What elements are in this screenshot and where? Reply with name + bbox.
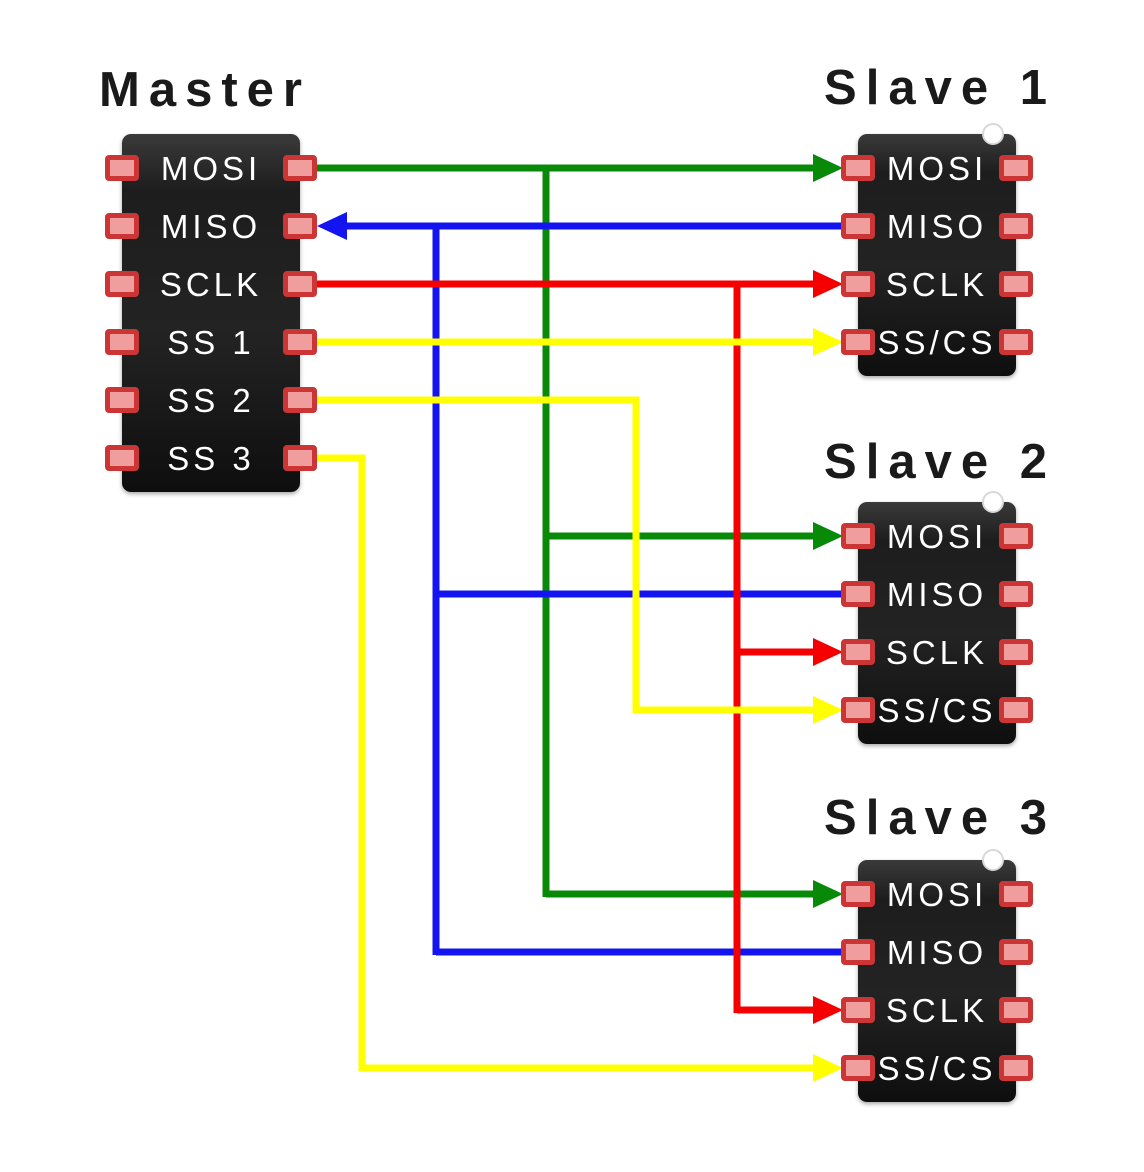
slave1-pin-label-miso: MISO xyxy=(886,207,988,245)
pin-pad-icon xyxy=(999,1055,1033,1081)
master-pin-label-miso: MISO xyxy=(160,207,262,245)
pin-pad-icon xyxy=(841,881,875,907)
master-pin-label-mosi: MOSI xyxy=(160,149,262,187)
slave2-pin-row-sclk: SCLK xyxy=(841,623,1033,681)
master-pin-label-ss1: SS 1 xyxy=(167,323,255,361)
pin-pad-icon xyxy=(105,329,139,355)
pin-pad-icon xyxy=(283,329,317,355)
slave1-pin-row-mosi: MOSI xyxy=(841,139,1033,197)
master-pin-row-mosi: MOSI xyxy=(105,139,317,197)
sclk-bus xyxy=(298,270,843,1024)
pin1-marker-icon xyxy=(982,849,1004,871)
slave3-pin-label-mosi: MOSI xyxy=(886,875,988,913)
master-pin-label-ss2: SS 2 xyxy=(167,381,255,419)
pin-pad-icon xyxy=(841,1055,875,1081)
pin-pad-icon xyxy=(841,271,875,297)
pin-pad-icon xyxy=(999,697,1033,723)
slave2-chip: MOSI MISO SCLK SS/CS xyxy=(841,491,1033,744)
master-pin-row-miso: MISO xyxy=(105,197,317,255)
slave2-title: Slave 2 xyxy=(824,435,1056,489)
pin-pad-icon xyxy=(283,445,317,471)
slave1-pin-row-sscs: SS/CS xyxy=(841,313,1033,371)
slave3-chip: MOSI MISO SCLK SS/CS xyxy=(841,849,1033,1102)
pin-pad-icon xyxy=(283,387,317,413)
slave1-chip: MOSI MISO SCLK SS/CS xyxy=(841,123,1033,376)
pin-pad-icon xyxy=(999,155,1033,181)
slave3-pin-row-miso: MISO xyxy=(841,923,1033,981)
slave3-pin-label-sscs: SS/CS xyxy=(877,1049,997,1087)
pin-pad-icon xyxy=(105,271,139,297)
slave3-title: Slave 3 xyxy=(824,791,1056,845)
master-pin-row-ss2: SS 2 xyxy=(105,371,317,429)
master-pin-row-sclk: SCLK xyxy=(105,255,317,313)
pin-pad-icon xyxy=(999,639,1033,665)
slave3-pin-label-sclk: SCLK xyxy=(885,991,989,1029)
ss3-wire-to-slave3 xyxy=(298,454,843,1082)
slave1-pin-label-sclk: SCLK xyxy=(885,265,989,303)
slave2-pin-label-miso: MISO xyxy=(886,575,988,613)
slave2-pin-label-sscs: SS/CS xyxy=(877,691,997,729)
master-chip: MOSI MISO SCLK SS 1 SS 2 SS 3 xyxy=(105,134,317,492)
master-pin-row-ss1: SS 1 xyxy=(105,313,317,371)
slave1-pin-label-sscs: SS/CS xyxy=(877,323,997,361)
pin-pad-icon xyxy=(999,523,1033,549)
slave2-pin-row-mosi: MOSI xyxy=(841,507,1033,565)
pin-pad-icon xyxy=(999,997,1033,1023)
slave1-pin-row-sclk: SCLK xyxy=(841,255,1033,313)
pin-pad-icon xyxy=(105,445,139,471)
pin-pad-icon xyxy=(999,271,1033,297)
slave3-pin-row-sclk: SCLK xyxy=(841,981,1033,1039)
slave3-pin-row-mosi: MOSI xyxy=(841,865,1033,923)
slave3-pin-label-miso: MISO xyxy=(886,933,988,971)
slave1-pin-label-mosi: MOSI xyxy=(886,149,988,187)
pin-pad-icon xyxy=(841,329,875,355)
pin-pad-icon xyxy=(283,155,317,181)
master-pin-row-ss3: SS 3 xyxy=(105,429,317,487)
pin-pad-icon xyxy=(841,939,875,965)
slave2-pin-row-miso: MISO xyxy=(841,565,1033,623)
pin1-marker-icon xyxy=(982,123,1004,145)
pin-pad-icon xyxy=(841,581,875,607)
master-title: Master xyxy=(99,63,311,117)
pin-pad-icon xyxy=(841,155,875,181)
pin-pad-icon xyxy=(999,329,1033,355)
slave1-title: Slave 1 xyxy=(824,61,1056,115)
pin-pad-icon xyxy=(105,213,139,239)
pin-pad-icon xyxy=(283,271,317,297)
ss2-wire-to-slave2 xyxy=(298,396,843,724)
pin-pad-icon xyxy=(999,581,1033,607)
master-pin-label-ss3: SS 3 xyxy=(167,439,255,477)
pin-pad-icon xyxy=(841,213,875,239)
pin-pad-icon xyxy=(283,213,317,239)
slave2-pin-row-sscs: SS/CS xyxy=(841,681,1033,739)
pin-pad-icon xyxy=(841,639,875,665)
pin-pad-icon xyxy=(105,155,139,181)
pin-pad-icon xyxy=(999,213,1033,239)
slave2-pin-label-sclk: SCLK xyxy=(885,633,989,671)
master-pin-label-sclk: SCLK xyxy=(159,265,263,303)
pin-pad-icon xyxy=(841,697,875,723)
pin-pad-icon xyxy=(999,939,1033,965)
pin1-marker-icon xyxy=(982,491,1004,513)
pin-pad-icon xyxy=(105,387,139,413)
slave3-pin-row-sscs: SS/CS xyxy=(841,1039,1033,1097)
slave2-pin-label-mosi: MOSI xyxy=(886,517,988,555)
ss-bus xyxy=(298,328,843,1082)
pin-pad-icon xyxy=(841,997,875,1023)
miso-bus xyxy=(317,212,848,956)
pin-pad-icon xyxy=(841,523,875,549)
slave1-pin-row-miso: MISO xyxy=(841,197,1033,255)
pin-pad-icon xyxy=(999,881,1033,907)
